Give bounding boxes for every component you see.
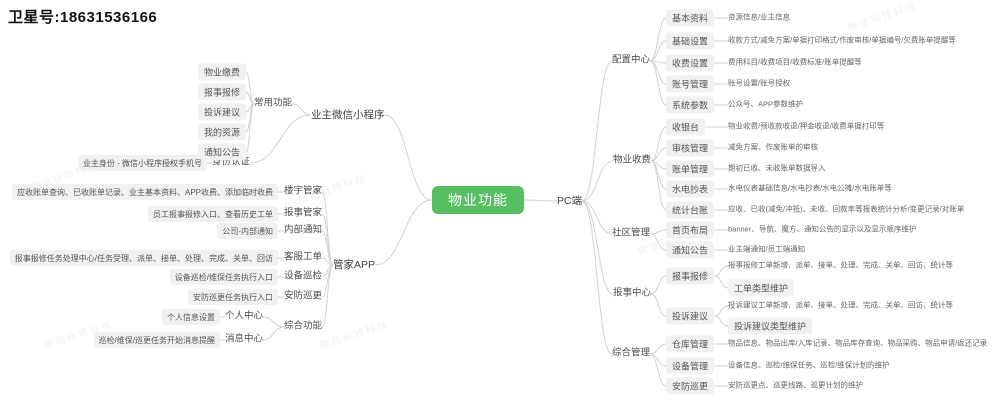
- mindmap-node-d1c: 费用科目/收费项目/收费标准/账单提醒等: [728, 57, 862, 67]
- mindmap-node-c5c: 安防巡更: [666, 377, 715, 395]
- mindmap-node-d3b: 业主端通知/员工端通知: [728, 244, 806, 254]
- wechat-id-label: 卫星号:18631536166: [8, 9, 158, 26]
- mindmap-node-c5b: 设备管理: [666, 357, 715, 375]
- mindmap-node-cat2: 物业收费: [613, 154, 652, 166]
- mindmap-node-wx5: 通知公告: [197, 143, 246, 161]
- mindmap-node-c2b: 审核管理: [666, 139, 715, 157]
- mindmap-node-pc: PC端: [557, 194, 583, 207]
- mindmap-node-b7bl: 巡检/维保/巡更任务开始消息提醒: [93, 331, 220, 349]
- mindmap-node-c2e: 统计台账: [666, 201, 715, 219]
- mindmap-node-d2d: 水电仪表基础信息/水电抄表/水电公摊/水电账单等: [728, 183, 892, 193]
- mindmap-node-b7a: 个人中心: [224, 310, 263, 322]
- mindmap-node-b4: 客服工单: [283, 251, 322, 263]
- mindmap-node-c2a: 收银台: [666, 118, 706, 136]
- mindmap-node-d5c: 安防巡更点、巡更线路、巡更计划的维护: [728, 380, 863, 390]
- mindmap-node-d5b: 设备信息、巡检/维保任务、巡检/维保计划的维护: [728, 360, 890, 370]
- mindmap-node-wx2: 报事报修: [197, 83, 246, 101]
- mindmap-node-d5a: 物品信息、物品出库/入库记录、物品库存查询、物品采购、物品申请/返还记录: [728, 338, 988, 348]
- mindmap-node-cat4: 报事中心: [613, 287, 652, 299]
- mindmap-node-b6l: 安防巡更任务执行入口: [188, 288, 278, 306]
- mindmap-node-d1a: 资源信息/业主信息: [728, 12, 791, 22]
- mindmap-node-c4b: 投诉建议: [666, 307, 715, 325]
- mindmap-node-d2c: 期初已收、未收账单数据导入: [728, 163, 826, 173]
- mindmap-node-c2d: 水电抄表: [666, 180, 715, 198]
- mindmap-node-c2c: 账单管理: [666, 160, 715, 178]
- mindmap-node-c5a: 仓库管理: [666, 335, 715, 353]
- mindmap-node-b3: 内部通知: [283, 224, 322, 236]
- mindmap-node-c3b: 通知公告: [666, 241, 715, 259]
- mindmap-node-wx: 业主微信小程序: [311, 108, 385, 121]
- mindmap-node-root: 物业功能: [432, 185, 524, 215]
- mindmap-node-b7b: 消息中心: [224, 333, 263, 345]
- mindmap-node-p4b: 投诉建议类型维护: [728, 317, 813, 335]
- mindmap-node-c4a: 报事报修: [666, 267, 715, 285]
- mindmap-node-c1e: 系统参数: [666, 96, 715, 114]
- mindmap-node-cf: 常用功能: [253, 97, 292, 109]
- mindmap-node-cat3: 社区管理: [612, 227, 651, 239]
- mindmap-node-wx3: 投诉建议: [197, 103, 246, 121]
- mindmap-node-b1l: 应收账单查询、已收账单记录、业主基本资料、APP收费、添加临时收费: [11, 183, 278, 201]
- mindmap-node-d4b: 投诉建议工单新增、派单、接单、处理、完成、关单、回访、统计等: [728, 300, 953, 310]
- mindmap-node-d2b: 减免方案、作废账单的审核: [728, 142, 818, 152]
- mindmap-node-wx1: 物业缴费: [197, 63, 246, 81]
- mindmap-node-p4a: 工单类型维护: [728, 279, 795, 297]
- mindmap-node-auth: 身份认证: [211, 156, 250, 168]
- mindmap-node-d2a: 物业收费/预收款收退/押金收退/收费单据打印等: [728, 121, 885, 131]
- mindmap-node-d1b: 收款方式/减免方案/单据打印格式/作废审核/单据编号/欠费账单提醒等: [728, 35, 956, 45]
- mindmap-node-authleaf: 业主身份 - 微信小程序授权手机号: [77, 154, 207, 172]
- mindmap-node-gj: 管家APP: [333, 258, 376, 271]
- mindmap-node-b5: 设备巡检: [283, 270, 322, 282]
- mindmap-node-cat5: 综合管理: [612, 347, 651, 359]
- mindmap-node-wx4: 我的资源: [197, 123, 246, 141]
- mindmap-node-b6: 安防巡更: [283, 290, 322, 302]
- mindmap-node-b4l: 报事报修任务处理中心/任务受理、派单、接单、处理、完成、关单、回访: [9, 249, 278, 267]
- mindmap-node-c1c: 收费设置: [666, 54, 715, 72]
- mindmap-node-b3l: 公司-内部通知: [217, 222, 278, 240]
- mindmap-node-d1d: 账号设置/账号授权: [728, 78, 791, 88]
- mindmap-node-c3a: 首页布局: [666, 221, 715, 239]
- mindmap-node-cat1: 配置中心: [612, 54, 651, 66]
- mindmap-node-b5l: 设备巡检/维保任务执行入口: [169, 268, 278, 286]
- mindmap-node-c1a: 基本资料: [666, 9, 715, 27]
- mindmap-node-b2l: 员工报事报修入口、查看历史工单: [148, 205, 278, 223]
- mindmap-node-b7al: 个人信息设置: [162, 308, 220, 326]
- mindmap-node-d2e: 应收、已收(减免/冲抵)、未收、回款率等报表统计分析/变更记录/对账单: [728, 204, 965, 214]
- mindmap-node-b7: 综合功能: [283, 320, 322, 332]
- mindmap-node-b2: 报事管家: [283, 207, 322, 219]
- mindmap-node-d3a: banner、导航、魔方、通知公告的显示以及显示顺序维护: [728, 224, 917, 234]
- mindmap-node-d4a: 报事报修工单新增、派单、接单、处理、完成、关单、回访、统计等: [728, 260, 953, 270]
- mindmap-node-b1: 楼宇管家: [283, 185, 322, 197]
- mindmap-node-c1b: 基础设置: [666, 32, 715, 50]
- mindmap-node-d1e: 公众号、APP参数维护: [728, 99, 804, 109]
- mindmap-node-c1d: 账号管理: [666, 75, 715, 93]
